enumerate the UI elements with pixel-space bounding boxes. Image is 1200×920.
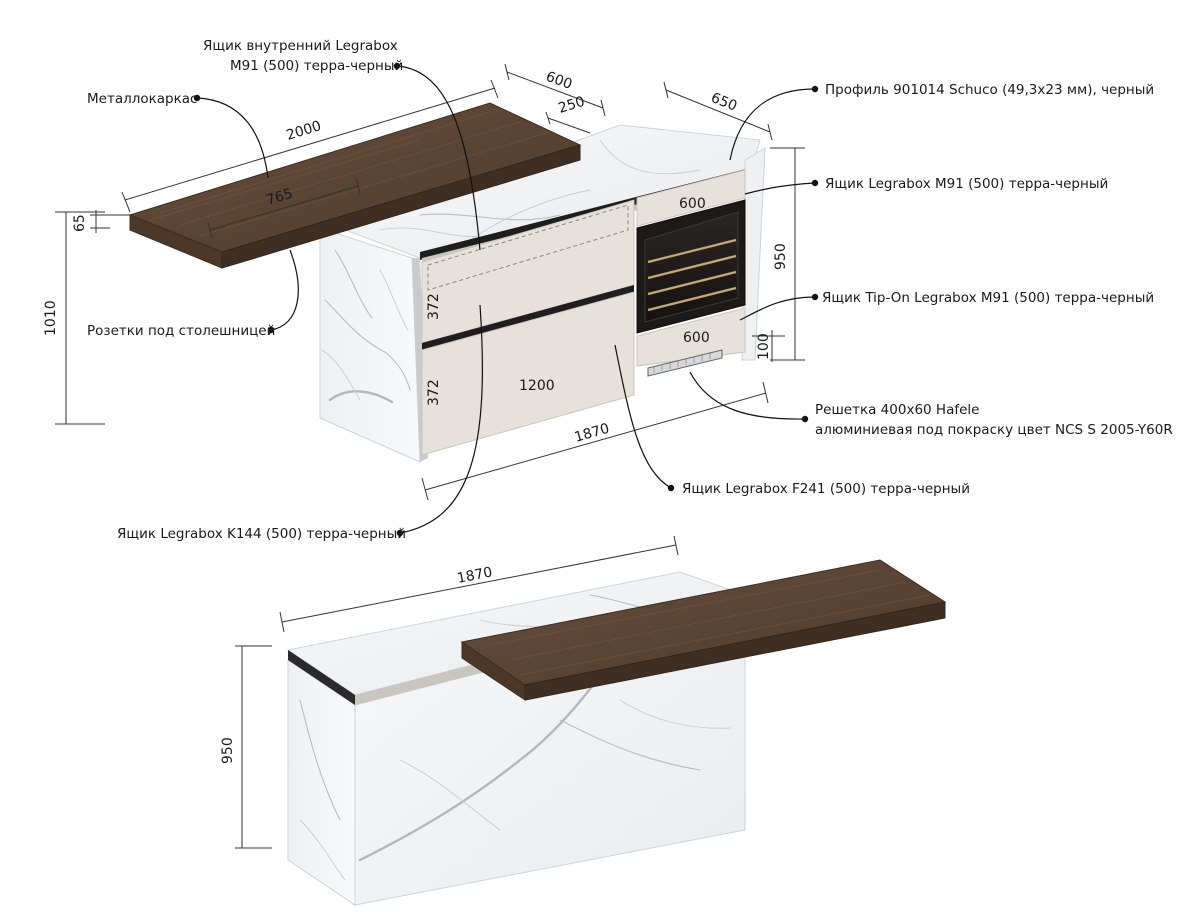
- dim-65: 65: [72, 214, 88, 232]
- dim-600-lower: 600: [683, 330, 710, 346]
- dim-765: 765: [264, 186, 294, 209]
- label-grille-2: алюминиевая под покраску цвет NCS S 2005…: [815, 422, 1173, 438]
- dim-1010: 1010: [43, 300, 59, 336]
- dim-950-lower: 950: [220, 737, 236, 764]
- dim-100: 100: [756, 333, 772, 360]
- top-cabinet: [319, 124, 766, 463]
- dim-250: 250: [556, 94, 586, 117]
- label-drawer-inner-1: Ящик внутренний Legrabox: [203, 38, 398, 54]
- leader-lines: [193, 62, 819, 537]
- label-drawer-k144: Ящик Legrabox K144 (500) терра-черный: [117, 526, 406, 542]
- label-metal-frame: Металлокаркас: [87, 91, 197, 107]
- dim-600-top: 600: [544, 69, 575, 93]
- label-profile: Профиль 901014 Schuco (49,3х23 мм), черн…: [825, 82, 1154, 98]
- dim-2000: 2000: [284, 118, 323, 144]
- top-countertop: [128, 102, 582, 269]
- label-drawer-tipon: Ящик Tip-On Legrabox M91 (500) терра-чер…: [822, 290, 1154, 306]
- dim-1870-lower: 1870: [456, 564, 494, 587]
- label-drawer-f241: Ящик Legrabox F241 (500) терра-черный: [682, 481, 970, 497]
- dim-1200: 1200: [519, 378, 555, 394]
- label-drawer-inner-2: M91 (500) терра-черный: [230, 58, 403, 74]
- drawer-lower-front: [421, 291, 635, 456]
- dim-950-right: 950: [773, 243, 789, 270]
- label-drawer-m91: Ящик Legrabox M91 (500) терра-черный: [825, 176, 1108, 192]
- label-sockets: Розетки под столешницей: [87, 323, 275, 339]
- drawer-m91-front: [636, 169, 746, 227]
- ventilation-grille: [647, 349, 723, 377]
- internal-drawer-outline: [427, 204, 629, 291]
- back-view-countertop: [460, 559, 947, 701]
- dim-600-upper: 600: [679, 196, 706, 212]
- label-grille-1: Решетка 400х60 Hafele: [815, 402, 979, 418]
- cabinet-left-side: [319, 227, 421, 463]
- dim-372-upper: 372: [426, 293, 442, 320]
- dim-650: 650: [709, 90, 740, 115]
- dim-372-lower: 372: [426, 379, 442, 406]
- wine-shelves: [647, 238, 737, 312]
- dimension-lines: [55, 63, 805, 849]
